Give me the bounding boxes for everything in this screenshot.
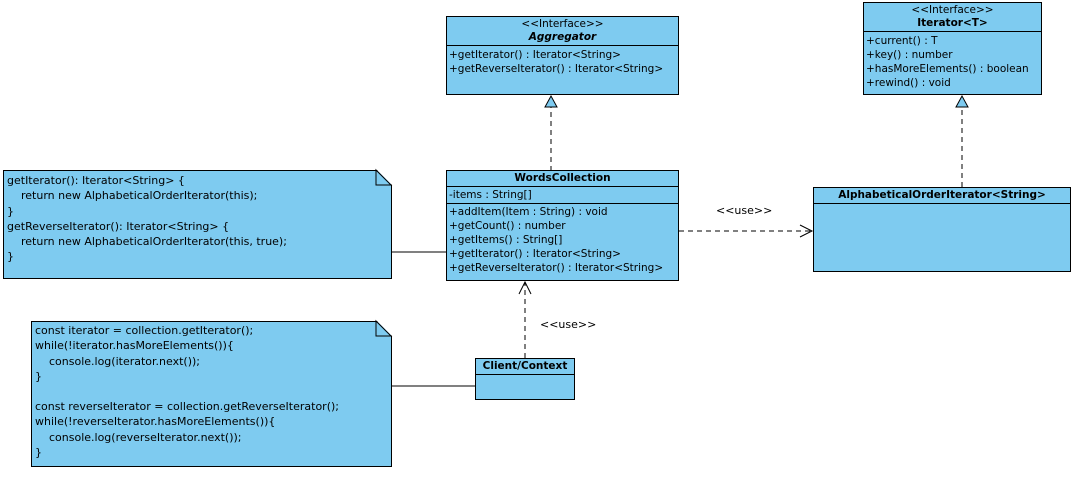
note-line: console.log(reverseIterator.next()); (35, 430, 242, 444)
operation-row: +key() : number (866, 49, 953, 61)
note-line: } (7, 250, 14, 264)
note-line: console.log(iterator.next()); (35, 354, 200, 368)
note-line: while(!reverseIterator.hasMoreElements()… (35, 415, 276, 429)
aggregator-stereotype: <<Interface>> (521, 18, 604, 30)
alpha-iterator-name: AlphabeticalOrderIterator<String> (838, 189, 1046, 201)
note-line: return new AlphabeticalOrderIterator(thi… (7, 235, 287, 249)
note-line: getIterator(): Iterator<String> { (7, 174, 185, 187)
aggregator-interface[interactable]: <<Interface>> Aggregator +getIterator() … (446, 16, 679, 95)
operation-row: +addItem(Item : String) : void (449, 206, 608, 218)
operation-row: +rewind() : void (866, 77, 951, 89)
realization-arrowhead-aggregator (544, 94, 558, 108)
aggregator-operations: +getIterator() : Iterator<String> +getRe… (447, 46, 678, 78)
operation-row: +current() : T (866, 35, 938, 47)
note-line: } (35, 369, 42, 383)
alpha-iterator-header: AlphabeticalOrderIterator<String> (814, 188, 1070, 204)
operation-row: +getReverseIterator() : Iterator<String> (449, 63, 664, 75)
aggregator-name: Aggregator (528, 31, 597, 43)
note-line: getReverseIterator(): Iterator<String> { (7, 219, 230, 233)
operation-row: +getIterator() : Iterator<String> (449, 248, 621, 260)
operation-row: +hasMoreElements() : boolean (866, 63, 1029, 75)
operation-row: +getItems() : String[] (449, 234, 563, 246)
use-label-collection-alpha: <<use>> (716, 204, 773, 217)
client-code-note[interactable]: const iterator = collection.getIterator(… (31, 321, 392, 467)
aggregator-header: <<Interface>> Aggregator (447, 17, 678, 46)
note-line: } (7, 204, 14, 218)
dependency-arrowhead-alpha (799, 224, 814, 238)
iterator-stereotype: <<Interface>> (911, 4, 994, 16)
words-collection-attributes: -items : String[] (447, 187, 678, 204)
note-line: const iterator = collection.getIterator(… (35, 324, 254, 337)
words-collection-name: WordsCollection (514, 172, 611, 184)
iterator-operations: +current() : T +key() : number +hasMoreE… (864, 32, 1041, 92)
client-header: Client/Context (476, 359, 574, 375)
dependency-arrowhead-collection (518, 280, 532, 295)
words-collection-class[interactable]: WordsCollection -items : String[] +addIt… (446, 170, 679, 281)
words-collection-operations: +addItem(Item : String) : void +getCount… (447, 204, 678, 277)
note-line: const reverseIterator = collection.getRe… (35, 400, 339, 414)
iterator-name: Iterator<T> (917, 17, 988, 29)
iterator-interface[interactable]: <<Interface>> Iterator<T> +current() : T… (863, 2, 1042, 95)
realization-arrowhead-iterator (955, 94, 969, 108)
client-name: Client/Context (482, 360, 568, 372)
note-line (35, 384, 388, 399)
words-collection-header: WordsCollection (447, 171, 678, 187)
attribute-row: -items : String[] (449, 189, 532, 201)
use-label-client-collection: <<use>> (540, 318, 597, 331)
client-context-class[interactable]: Client/Context (475, 358, 575, 400)
note-line: return new AlphabeticalOrderIterator(thi… (7, 189, 258, 203)
iterator-header: <<Interface>> Iterator<T> (864, 3, 1041, 32)
operation-row: +getIterator() : Iterator<String> (449, 49, 621, 61)
collection-code-note[interactable]: getIterator(): Iterator<String> { return… (3, 170, 392, 279)
alphabetical-order-iterator-class[interactable]: AlphabeticalOrderIterator<String> (813, 187, 1071, 272)
note-line: } (35, 446, 42, 460)
operation-row: +getCount() : number (449, 220, 566, 232)
note-line: while(!iterator.hasMoreElements()){ (35, 339, 234, 353)
operation-row: +getReverseIterator() : Iterator<String> (449, 262, 664, 274)
